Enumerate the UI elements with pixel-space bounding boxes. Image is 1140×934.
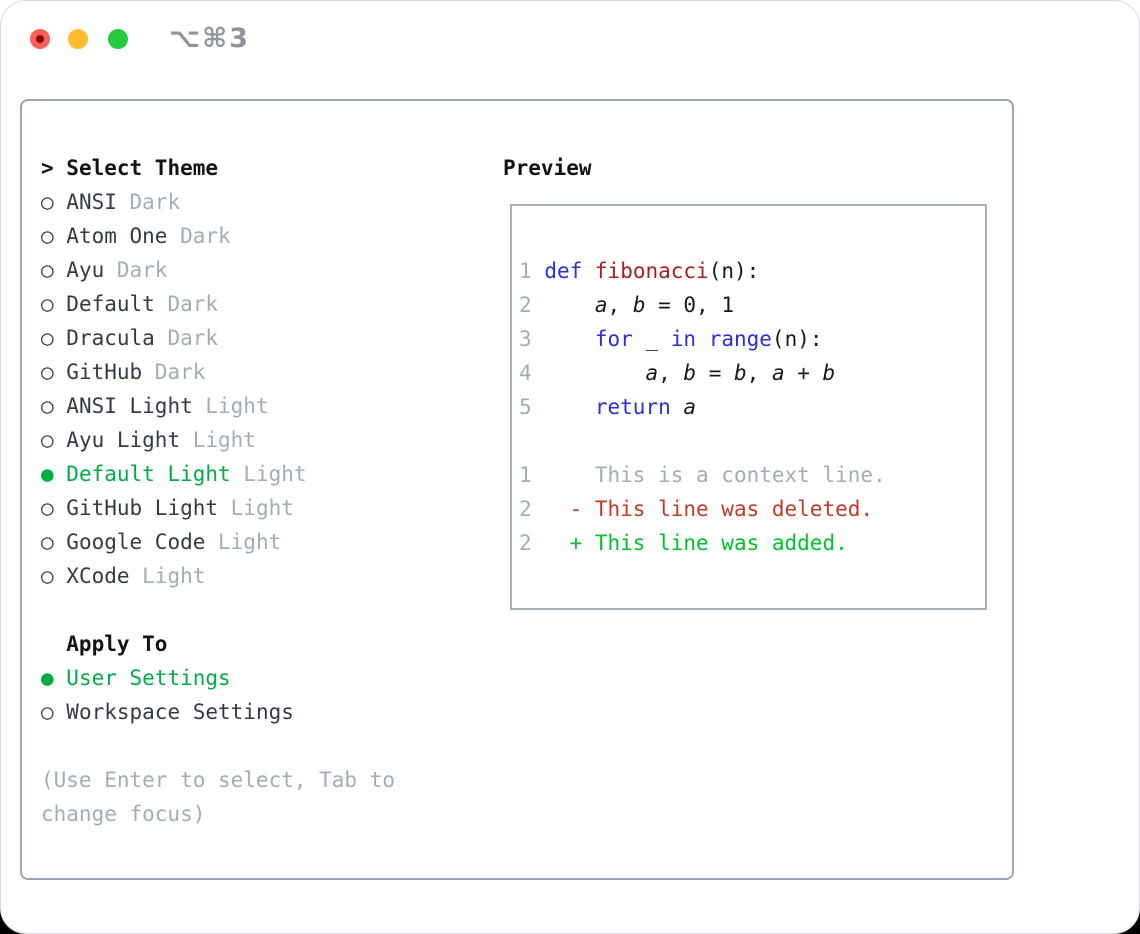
radio-icon: ○ (41, 292, 67, 316)
theme-name: Google Code (66, 530, 206, 554)
apply-option-label: Workspace Settings (66, 700, 294, 724)
radio-selected-icon: ● (41, 462, 67, 486)
line-number: 1 (519, 463, 532, 487)
line-number: 2 (519, 531, 532, 555)
theme-name: Ayu (66, 258, 105, 282)
line-number: 5 (519, 395, 532, 419)
select-theme-header: > Select Theme (41, 151, 395, 185)
theme-option-dracula[interactable]: ○ Dracula Dark (41, 321, 395, 355)
radio-icon: ○ (41, 530, 67, 554)
theme-variant: Dark (154, 326, 219, 350)
theme-option-github-light[interactable]: ○ GitHub Light Light (41, 491, 395, 525)
theme-variant: Dark (104, 258, 168, 282)
apply-option-label: User Settings (66, 666, 231, 690)
theme-name: XCode (66, 564, 130, 588)
theme-option-ansi-light[interactable]: ○ ANSI Light Light (41, 389, 395, 423)
theme-option-ayu-light[interactable]: ○ Ayu Light Light (41, 423, 395, 457)
radio-icon: ○ (41, 258, 67, 282)
theme-name: Default Light (66, 462, 231, 486)
radio-icon: ○ (41, 360, 67, 384)
code-line: 4 a, b = b, a + b (519, 361, 836, 385)
focus-cursor-icon: > (41, 156, 67, 180)
code-line: 2 + This line was added. (519, 531, 848, 555)
theme-option-atom-one[interactable]: ○ Atom One Dark (41, 219, 395, 253)
theme-option-default-light[interactable]: ● Default Light Light (41, 457, 395, 491)
code-line: 5 return a (519, 395, 697, 419)
theme-variant: Light (205, 530, 282, 554)
theme-variant: Light (180, 428, 256, 452)
hint-text: change focus) (41, 802, 206, 826)
record-dot-icon (36, 35, 44, 43)
hint-text: (Use Enter to select, Tab to (41, 768, 396, 792)
radio-icon: ○ (41, 700, 67, 724)
theme-variant: Dark (142, 360, 206, 384)
code-preview: 1 def fibonacci(n): 2 a, b = 0, 1 3 for _ … (512, 206, 985, 560)
radio-icon: ○ (41, 428, 67, 452)
line-number: 4 (519, 361, 532, 385)
preview-heading: Preview (503, 156, 592, 180)
theme-variant: Light (230, 462, 307, 486)
window-title: ⌥⌘3 (169, 23, 250, 54)
theme-variant: Dark (167, 224, 231, 248)
theme-variant: Light (192, 394, 269, 418)
titlebar: ⌥⌘3 (1, 1, 1139, 77)
theme-option-default[interactable]: ○ Default Dark (41, 287, 395, 321)
code-line (519, 424, 985, 458)
maximize-button[interactable] (108, 29, 128, 49)
radio-icon: ○ (41, 496, 67, 520)
code-line: 3 for _ in range(n): (519, 327, 823, 351)
theme-variant: Light (129, 564, 206, 588)
theme-option-ayu[interactable]: ○ Ayu Dark (41, 253, 395, 287)
theme-list: > Select Theme○ ANSI Dark○ Atom One Dark… (41, 151, 395, 831)
radio-icon: ○ (41, 224, 67, 248)
theme-option-xcode[interactable]: ○ XCode Light (41, 559, 395, 593)
theme-name: GitHub (66, 360, 143, 384)
radio-selected-icon: ● (41, 666, 67, 690)
radio-icon: ○ (41, 190, 67, 214)
theme-name: ANSI Light (66, 394, 193, 418)
radio-icon: ○ (41, 326, 67, 350)
spacer (41, 593, 395, 627)
preview-box: 1 def fibonacci(n): 2 a, b = 0, 1 3 for _ … (510, 204, 987, 610)
code-line: 2 a, b = 0, 1 (519, 293, 734, 317)
theme-option-github[interactable]: ○ GitHub Dark (41, 355, 395, 389)
theme-variant: Dark (154, 292, 219, 316)
spacer (41, 729, 395, 763)
apply-to-label: Apply To (41, 632, 168, 656)
line-number: 2 (519, 497, 532, 521)
radio-icon: ○ (41, 394, 67, 418)
theme-name: Atom One (66, 224, 168, 248)
theme-name: Dracula (66, 326, 155, 350)
apply-option-workspace-settings[interactable]: ○ Workspace Settings (41, 695, 395, 729)
code-line: 2 - This line was deleted. (519, 497, 874, 521)
code-line: 1 This is a context line. (519, 463, 886, 487)
minimize-button[interactable] (68, 29, 88, 49)
code-line: 1 def fibonacci(n): (519, 259, 760, 283)
theme-option-google-code[interactable]: ○ Google Code Light (41, 525, 395, 559)
theme-name: Default (66, 292, 155, 316)
line-number: 2 (519, 293, 532, 317)
theme-variant: Light (218, 496, 294, 520)
theme-name: ANSI (66, 190, 117, 214)
theme-name: GitHub Light (66, 496, 219, 520)
theme-variant: Dark (116, 190, 181, 214)
apply-to-header: Apply To (41, 627, 395, 661)
radio-icon: ○ (41, 564, 67, 588)
theme-name: Ayu Light (66, 428, 181, 452)
main-panel: > Select Theme○ ANSI Dark○ Atom One Dark… (20, 99, 1014, 880)
close-button[interactable] (30, 29, 50, 49)
line-number: 3 (519, 327, 532, 351)
select-theme-label: Select Theme (66, 156, 219, 180)
line-number: 1 (519, 259, 532, 283)
apply-option-user-settings[interactable]: ● User Settings (41, 661, 395, 695)
theme-option-ansi[interactable]: ○ ANSI Dark (41, 185, 395, 219)
